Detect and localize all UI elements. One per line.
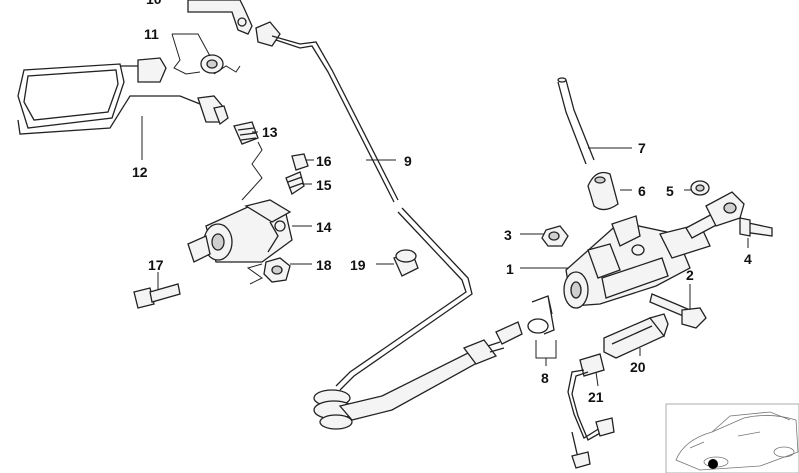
nut-part-18 (263, 257, 291, 283)
hose-part-7 (557, 77, 595, 165)
callout-5: 5 (666, 183, 674, 199)
slave-cylinder-part (187, 199, 293, 263)
car-thumbnail (665, 403, 799, 473)
bolt-part-17 (133, 283, 181, 309)
callout-1: 1 (506, 261, 514, 277)
callout-9: 9 (404, 153, 412, 169)
callout-8: 8 (541, 370, 549, 386)
wiring-harness-part (567, 353, 615, 469)
callout-15: 15 (316, 177, 332, 193)
callout-19: 19 (350, 257, 366, 273)
callout-2: 2 (686, 267, 694, 283)
switch-part-20 (603, 313, 669, 359)
bolt-part-2 (649, 293, 707, 329)
callout-4: 4 (744, 251, 752, 267)
callout-6: 6 (638, 183, 646, 199)
fitting-part-15 (285, 171, 305, 195)
clip-part-8 (527, 295, 555, 335)
reservoir-hose-part (17, 57, 229, 135)
callout-12: 12 (132, 164, 148, 180)
cap-part-6 (587, 171, 619, 211)
callout-11: 11 (144, 26, 159, 42)
callout-18: 18 (316, 257, 332, 273)
callout-13: 13 (262, 124, 278, 140)
callout-labels: 10 11 12 13 16 15 14 17 18 19 9 7 6 5 3 … (132, 0, 752, 405)
location-marker (708, 459, 718, 469)
callout-7: 7 (638, 140, 646, 156)
callout-3: 3 (504, 227, 512, 243)
push-rod-part (685, 191, 773, 239)
bracket-part (187, 0, 253, 35)
leader-lines (141, 33, 749, 387)
callout-21: 21 (588, 389, 604, 405)
callout-17: 17 (148, 257, 164, 273)
grommet-part-11 (200, 54, 224, 74)
callout-16: 16 (316, 153, 332, 169)
nut-part-5 (690, 180, 710, 196)
master-cylinder-part (563, 215, 711, 309)
cap-part-16 (291, 153, 309, 171)
nut-part-3 (541, 225, 569, 247)
callout-20: 20 (630, 359, 646, 375)
callout-10: 10 (146, 0, 162, 7)
pressure-line-part (255, 21, 473, 391)
callout-14: 14 (316, 219, 332, 235)
fitting-part-13 (233, 121, 259, 145)
grommet-part-19 (393, 249, 419, 277)
rubber-boot-part (313, 321, 523, 430)
